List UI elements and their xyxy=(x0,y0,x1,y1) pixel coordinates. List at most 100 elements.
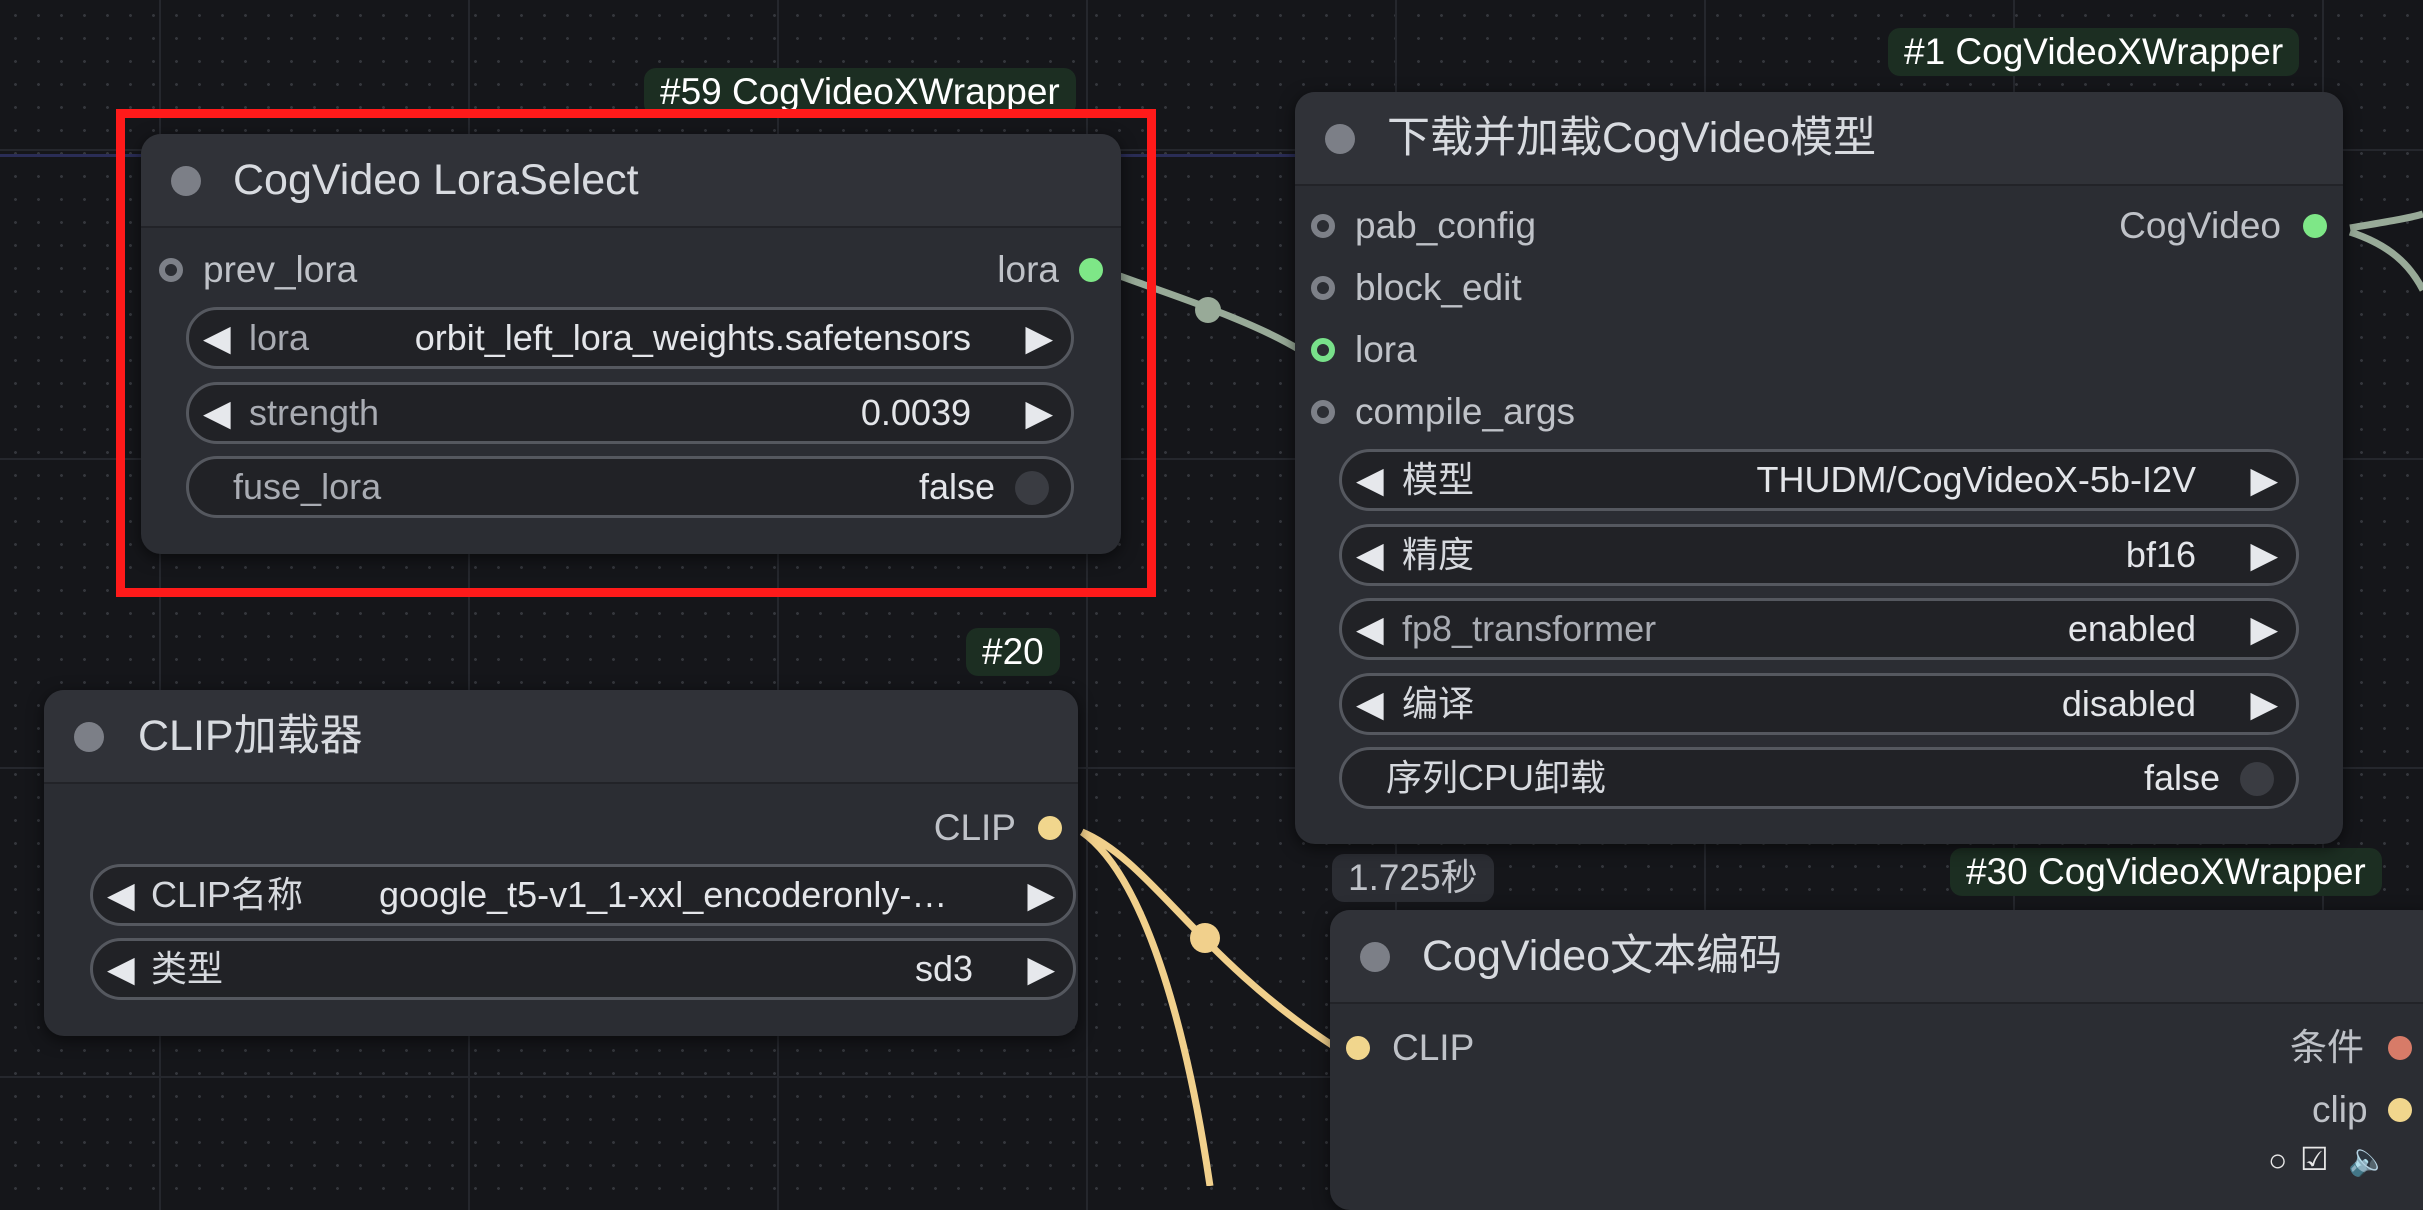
toggle-knob-icon[interactable] xyxy=(1015,471,1049,505)
speaker-icon[interactable]: 🔈 xyxy=(2348,1141,2388,1177)
collapse-dot-icon[interactable] xyxy=(74,722,104,752)
lora-combo-widget[interactable]: ◀ lora orbit_left_lora_weights.safetenso… xyxy=(186,307,1074,369)
widget-value: google_t5-v1_1-xxl_encoderonly-… xyxy=(379,874,948,915)
clip-output-dot-icon[interactable] xyxy=(1038,816,1062,840)
arrow-left-icon[interactable]: ◀ xyxy=(203,317,231,358)
widget-value: sd3 xyxy=(914,948,973,989)
widget-label: 模型 xyxy=(1402,459,1475,500)
block-edit-input-dot-icon[interactable] xyxy=(1311,276,1335,300)
widget-label: lora xyxy=(249,317,310,358)
lora-select-header[interactable]: CogVideo LoraSelect xyxy=(141,134,1121,228)
checkbox-icon[interactable]: ☑ xyxy=(2300,1141,2329,1177)
compile-combo-widget[interactable]: ◀ 编译 disabled ▶ xyxy=(1339,673,2299,735)
widget-value: bf16 xyxy=(2125,534,2196,575)
cpu-offload-toggle-widget[interactable]: 序列CPU卸载 false xyxy=(1339,747,2299,809)
node-1-badge: #1 CogVideoXWrapper xyxy=(1888,28,2300,76)
clip-output-label: CLIP xyxy=(933,807,1016,848)
highlight-box xyxy=(116,109,1156,597)
conditioning-output-label: 条件 xyxy=(2290,1027,2364,1068)
cogvideo-output-wire-2 xyxy=(2348,228,2423,292)
clip-link-wire-down xyxy=(1079,829,1214,1186)
widget-value: 0.0039 xyxy=(860,392,971,433)
arrow-right-icon[interactable]: ▶ xyxy=(1025,392,1053,433)
arrow-right-icon[interactable]: ▶ xyxy=(1025,317,1053,358)
arrow-right-icon[interactable]: ▶ xyxy=(2250,683,2278,724)
fp8-transformer-combo-widget[interactable]: ◀ fp8_transformer enabled ▶ xyxy=(1339,598,2299,660)
arrow-right-icon[interactable]: ▶ xyxy=(2250,534,2278,575)
lora-input-label: lora xyxy=(1355,329,1417,370)
node-59-badge: #59 CogVideoXWrapper xyxy=(644,68,1076,116)
arrow-left-icon[interactable]: ◀ xyxy=(1356,608,1384,649)
arrow-left-icon[interactable]: ◀ xyxy=(1356,534,1384,575)
cogvideo-output-label: CogVideo xyxy=(2119,205,2281,246)
collapse-dot-icon[interactable] xyxy=(1360,942,1390,972)
lora-output-label: lora xyxy=(997,249,1059,290)
strength-number-widget[interactable]: ◀ strength 0.0039 ▶ xyxy=(186,382,1074,444)
widget-label: fp8_transformer xyxy=(1402,608,1657,649)
arrow-right-icon[interactable]: ▶ xyxy=(1027,948,1055,989)
widget-value: false xyxy=(918,466,995,507)
clip-loader-node[interactable]: CLIP加载器 CLIP ◀ CLIP名称 google_t5-v1_1-xxl… xyxy=(44,690,1078,1036)
execution-time-badge: 1.725秒 xyxy=(1332,854,1494,902)
lora-output-dot-icon[interactable] xyxy=(1079,258,1103,282)
clip-passthrough-output-dot-icon[interactable] xyxy=(2388,1098,2412,1122)
node-title: 下载并加载CogVideo模型 xyxy=(1387,114,1877,162)
collapse-dot-icon[interactable] xyxy=(171,166,201,196)
fuse-lora-toggle-widget[interactable]: fuse_lora false xyxy=(186,456,1074,518)
clip-name-combo-widget[interactable]: ◀ CLIP名称 google_t5-v1_1-xxl_encoderonly-… xyxy=(90,864,1076,926)
compile-args-input-dot-icon[interactable] xyxy=(1311,400,1335,424)
model-combo-widget[interactable]: ◀ 模型 THUDM/CogVideoX-5b-I2V ▶ xyxy=(1339,449,2299,511)
arrow-left-icon[interactable]: ◀ xyxy=(203,392,231,433)
clip-link-wire xyxy=(1080,828,1337,1050)
node-title: CogVideo LoraSelect xyxy=(233,156,639,204)
download-model-header[interactable]: 下载并加载CogVideo模型 xyxy=(1295,92,2343,186)
clip-type-combo-widget[interactable]: ◀ 类型 sd3 ▶ xyxy=(90,938,1076,1000)
clip-link-midpoint xyxy=(1190,923,1220,953)
widget-value: false xyxy=(2143,757,2220,798)
clip-loader-header[interactable]: CLIP加载器 xyxy=(44,690,1078,784)
widget-label: 类型 xyxy=(151,948,224,989)
download-model-node[interactable]: 下载并加载CogVideo模型 pab_config block_edit lo… xyxy=(1295,92,2343,844)
cogvideo-output-dot-icon[interactable] xyxy=(2303,214,2327,238)
pab-config-input-dot-icon[interactable] xyxy=(1311,214,1335,238)
lora-link-midpoint xyxy=(1195,297,1221,323)
widget-label: fuse_lora xyxy=(233,466,382,507)
widget-label: strength xyxy=(249,392,380,433)
arrow-right-icon[interactable]: ▶ xyxy=(2250,459,2278,500)
cogvideo-output-wire xyxy=(2349,210,2423,232)
conditioning-output-dot-icon[interactable] xyxy=(2388,1036,2412,1060)
node-20-badge: #20 xyxy=(966,628,1060,676)
pab-config-input-label: pab_config xyxy=(1355,205,1537,246)
widget-label: CLIP名称 xyxy=(151,874,304,915)
node-30-badge: #30 CogVideoXWrapper xyxy=(1950,848,2382,896)
prev-lora-input-label: prev_lora xyxy=(203,249,358,290)
lora-select-node[interactable]: CogVideo LoraSelect prev_lora lora ◀ lor… xyxy=(141,134,1121,554)
clip-passthrough-output-label: clip xyxy=(2312,1089,2368,1130)
arrow-left-icon[interactable]: ◀ xyxy=(1356,683,1384,724)
clip-input-dot-icon[interactable] xyxy=(1346,1036,1370,1060)
widget-value: disabled xyxy=(2061,683,2196,724)
arrow-left-icon[interactable]: ◀ xyxy=(107,874,135,915)
block-edit-input-label: block_edit xyxy=(1355,267,1522,308)
node-title: CogVideo文本编码 xyxy=(1422,932,1783,980)
circle-outline-icon[interactable]: ○ xyxy=(2268,1142,2288,1178)
arrow-left-icon[interactable]: ◀ xyxy=(1356,459,1384,500)
widget-label: 编译 xyxy=(1402,683,1475,724)
toggle-knob-icon[interactable] xyxy=(2240,762,2274,796)
text-encode-header[interactable]: CogVideo文本编码 xyxy=(1330,910,2423,1004)
widget-value: orbit_left_lora_weights.safetensors xyxy=(414,317,971,358)
text-encode-node[interactable]: CogVideo文本编码 CLIP 条件 clip ○ ☑ 🔈 xyxy=(1330,910,2423,1210)
node-title: CLIP加载器 xyxy=(138,712,363,760)
lora-input-dot-icon[interactable] xyxy=(1311,338,1335,362)
arrow-right-icon[interactable]: ▶ xyxy=(1027,874,1055,915)
precision-combo-widget[interactable]: ◀ 精度 bf16 ▶ xyxy=(1339,524,2299,586)
arrow-left-icon[interactable]: ◀ xyxy=(107,948,135,989)
widget-value: THUDM/CogVideoX-5b-I2V xyxy=(1756,459,2196,500)
collapse-dot-icon[interactable] xyxy=(1325,124,1355,154)
widget-label: 精度 xyxy=(1402,534,1475,575)
prev-lora-input-dot-icon[interactable] xyxy=(159,258,183,282)
widget-value: enabled xyxy=(2067,608,2196,649)
compile-args-input-label: compile_args xyxy=(1355,391,1576,432)
arrow-right-icon[interactable]: ▶ xyxy=(2250,608,2278,649)
